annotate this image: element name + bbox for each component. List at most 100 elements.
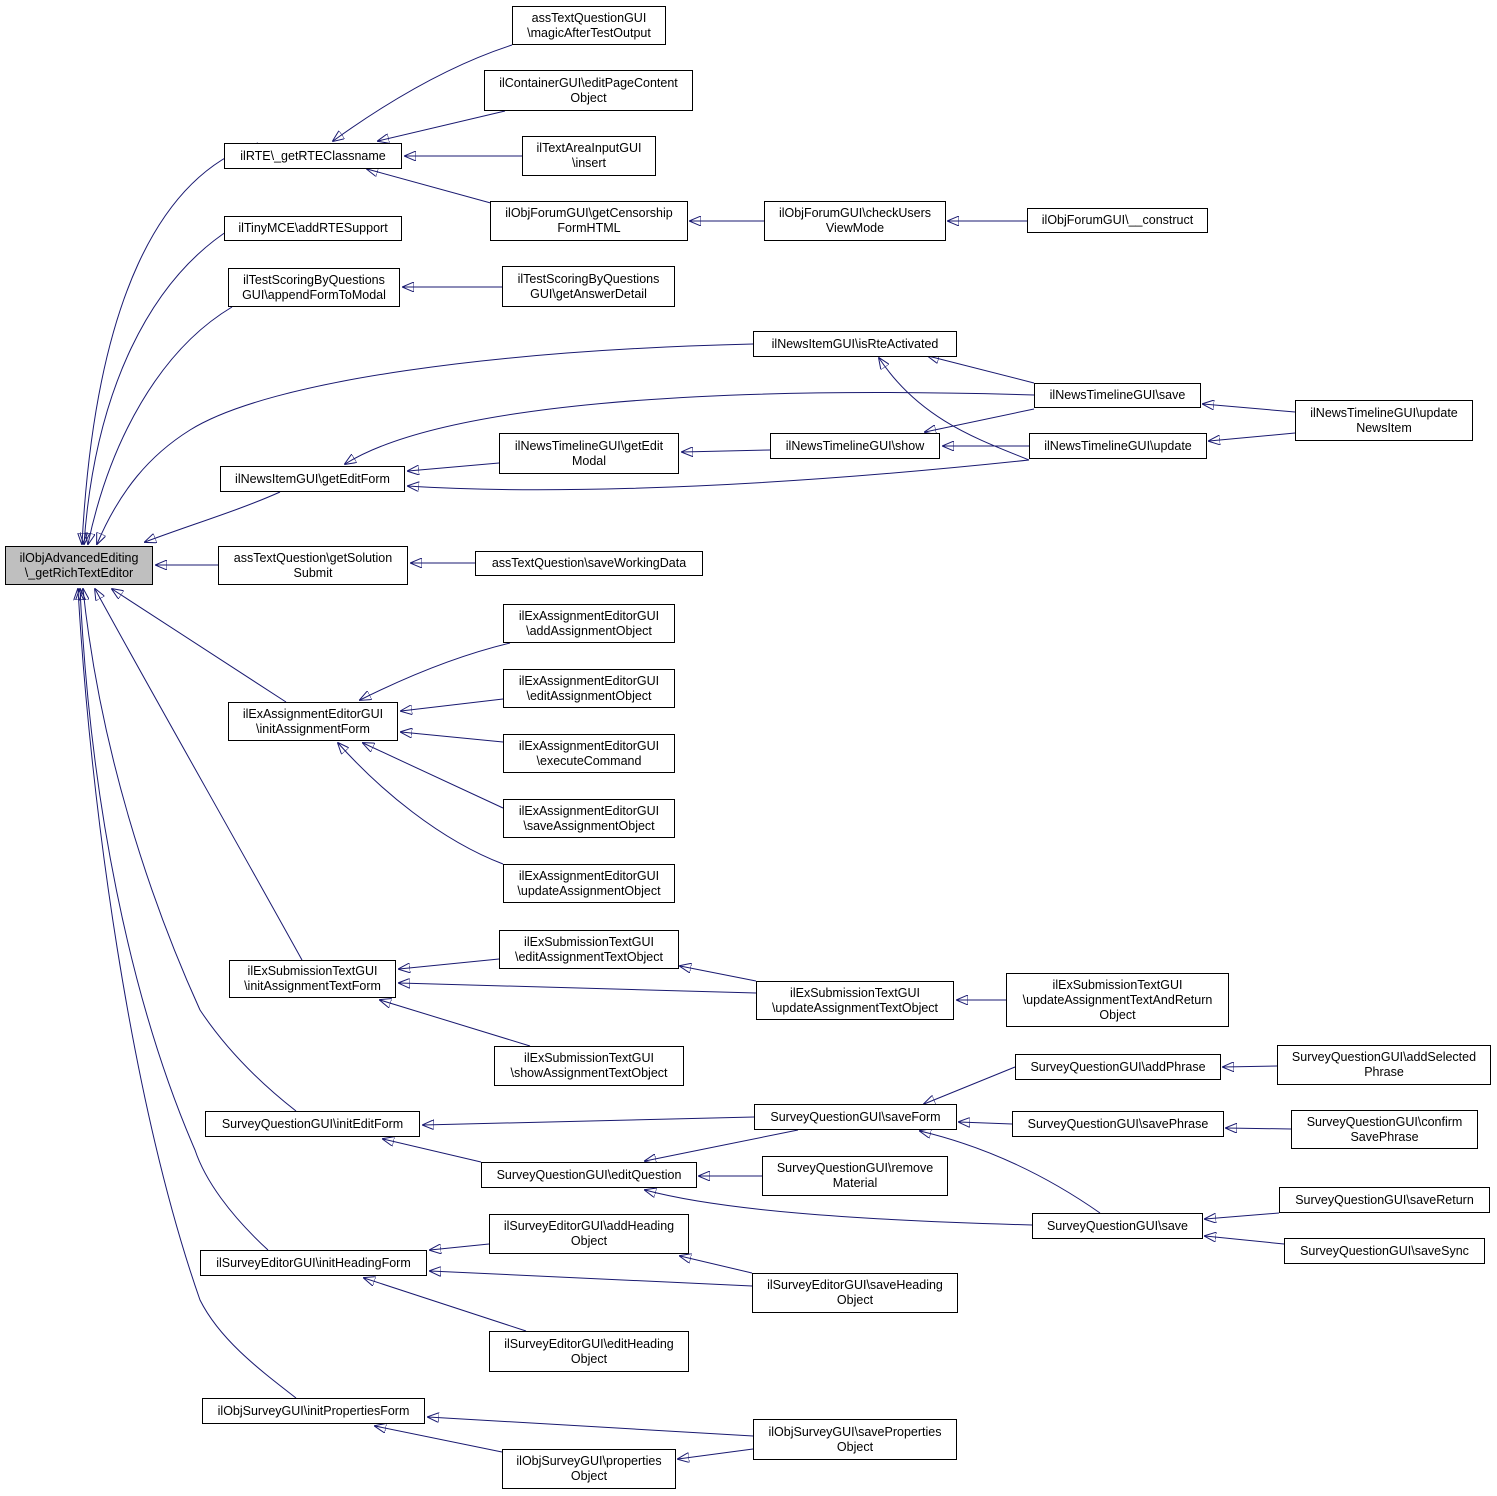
node-label-line: ilSurveyEditorGUI\initHeadingForm	[216, 1255, 411, 1270]
node-label-line: ilSurveyEditorGUI\editHeading	[504, 1336, 674, 1351]
node-label-line: ViewMode	[825, 221, 885, 235]
function-node[interactable]: ilExSubmissionTextGUI\showAssignmentText…	[494, 1046, 684, 1086]
call-edge	[82, 142, 259, 544]
function-node[interactable]: SurveyQuestionGUI\saveReturn	[1279, 1187, 1490, 1213]
call-edge	[112, 589, 287, 703]
function-node[interactable]: ilNewsItemGUI\getEditForm	[220, 466, 405, 492]
node-label-line: \editAssignmentObject	[526, 688, 652, 703]
node-label-line: SurveyQuestionGUI\saveForm	[770, 1109, 941, 1124]
function-node[interactable]: ilObjForumGUI\__construct	[1027, 208, 1208, 233]
function-node[interactable]: SurveyQuestionGUI\addPhrase	[1015, 1054, 1221, 1080]
node-label-line: ilContainerGUI\editPageContent	[499, 75, 678, 90]
node-label-line: ilExSubmissionTextGUI	[790, 985, 920, 1000]
function-node[interactable]: ilObjSurveyGUI\initPropertiesForm	[202, 1398, 425, 1424]
function-node[interactable]: ilExAssignmentEditorGUI\initAssignmentFo…	[228, 702, 398, 741]
function-node[interactable]: ilExSubmissionTextGUI\updateAssignmentTe…	[1006, 973, 1229, 1027]
root-function-node[interactable]: ilObjAdvancedEditing\_getRichTextEditor	[5, 546, 153, 585]
call-edge	[380, 1000, 531, 1047]
function-node[interactable]: ilRTE\_getRTEClassname	[224, 143, 402, 169]
function-node[interactable]: ilExAssignmentEditorGUI\executeCommand	[503, 734, 675, 773]
call-edge	[345, 392, 1035, 464]
node-label-line: ilNewsTimelineGUI\show	[785, 438, 925, 453]
call-edge	[879, 358, 1030, 461]
node-label-line: SurveyQuestionGUI\saveSync	[1300, 1243, 1469, 1258]
call-edge	[645, 1190, 1033, 1226]
function-node[interactable]: ilExSubmissionTextGUI\updateAssignmentTe…	[756, 981, 954, 1020]
call-edge	[428, 1417, 754, 1437]
node-label-line: SavePhrase	[1350, 1129, 1419, 1144]
function-node[interactable]: ilExSubmissionTextGUI\editAssignmentText…	[499, 930, 679, 969]
function-node[interactable]: ilExSubmissionTextGUI\initAssignmentText…	[229, 960, 396, 998]
node-label-line: Object	[570, 1234, 608, 1248]
function-node[interactable]: SurveyQuestionGUI\save	[1032, 1213, 1203, 1239]
node-label-line: SurveyQuestionGUI\editQuestion	[496, 1167, 682, 1182]
function-node[interactable]: SurveyQuestionGUI\initEditForm	[205, 1111, 420, 1137]
node-label-line: ilTextAreaInputGUI	[536, 141, 642, 155]
function-node[interactable]: ilExAssignmentEditorGUI\updateAssignment…	[503, 864, 675, 903]
node-label-line: \updateAssignmentObject	[517, 883, 661, 898]
function-node[interactable]: ilExAssignmentEditorGUI\addAssignmentObj…	[503, 604, 675, 643]
node-label-line: FormHTML	[557, 221, 621, 235]
node-label-line: \executeCommand	[536, 753, 642, 768]
call-edge	[423, 1116, 755, 1125]
function-node[interactable]: ilNewsTimelineGUI\show	[770, 433, 940, 459]
function-node[interactable]: ilExAssignmentEditorGUI\editAssignmentOb…	[503, 669, 675, 708]
node-label-line: ilObjForumGUI\getCensorship	[505, 206, 673, 220]
node-label-line: Object	[570, 1469, 608, 1483]
function-node[interactable]: SurveyQuestionGUI\saveForm	[754, 1104, 957, 1130]
function-node[interactable]: ilNewsItemGUI\isRteActivated	[753, 331, 957, 357]
function-node[interactable]: ilTinyMCE\addRTESupport	[224, 216, 402, 241]
node-label-line: Modal	[571, 453, 607, 468]
function-node[interactable]: SurveyQuestionGUI\saveSync	[1284, 1238, 1485, 1264]
call-edge	[363, 743, 504, 809]
node-label-line: ilExAssignmentEditorGUI	[518, 738, 660, 753]
node-label-line: ilNewsTimelineGUI\getEdit	[514, 438, 664, 453]
node-label-line: assTextQuestion\saveWorkingData	[491, 556, 687, 570]
call-edge	[1223, 1066, 1278, 1067]
function-node[interactable]: assTextQuestion\saveWorkingData	[475, 551, 703, 576]
function-node[interactable]: ilNewsTimelineGUI\update	[1029, 433, 1207, 459]
call-edge	[680, 1256, 753, 1274]
call-edge	[1205, 1212, 1280, 1219]
function-node[interactable]: ilSurveyEditorGUI\initHeadingForm	[200, 1250, 427, 1276]
function-node[interactable]: ilExAssignmentEditorGUI\saveAssignmentOb…	[503, 799, 675, 838]
function-node[interactable]: assTextQuestionGUI\magicAfterTestOutput	[512, 6, 666, 45]
node-label-line: assTextQuestion\getSolution	[233, 550, 393, 565]
call-edge	[338, 743, 504, 865]
node-label-line: \updateAssignmentTextAndReturn	[1022, 992, 1213, 1007]
node-label-line: GUI\appendFormToModal	[242, 287, 386, 302]
call-edge	[399, 958, 500, 969]
node-label-line: SurveyQuestionGUI\addPhrase	[1030, 1059, 1206, 1074]
node-label-line: assTextQuestionGUI	[531, 10, 647, 25]
call-edge	[401, 732, 504, 743]
function-node[interactable]: SurveyQuestionGUI\savePhrase	[1012, 1111, 1224, 1137]
node-label-line: Object	[570, 1351, 608, 1366]
node-label-line: \insert	[571, 156, 607, 170]
node-label-line: ilExAssignmentEditorGUI	[518, 673, 660, 688]
call-edge	[430, 1271, 753, 1287]
node-label-line: Submit	[293, 565, 333, 580]
function-node[interactable]: ilNewsTimelineGUI\save	[1034, 383, 1201, 408]
call-edge	[88, 306, 233, 544]
function-node[interactable]: ilTextAreaInputGUI\insert	[522, 136, 656, 176]
node-label-line: Phrase	[1364, 1065, 1404, 1079]
function-node[interactable]: SurveyQuestionGUI\editQuestion	[481, 1162, 697, 1188]
call-edge	[682, 450, 771, 452]
